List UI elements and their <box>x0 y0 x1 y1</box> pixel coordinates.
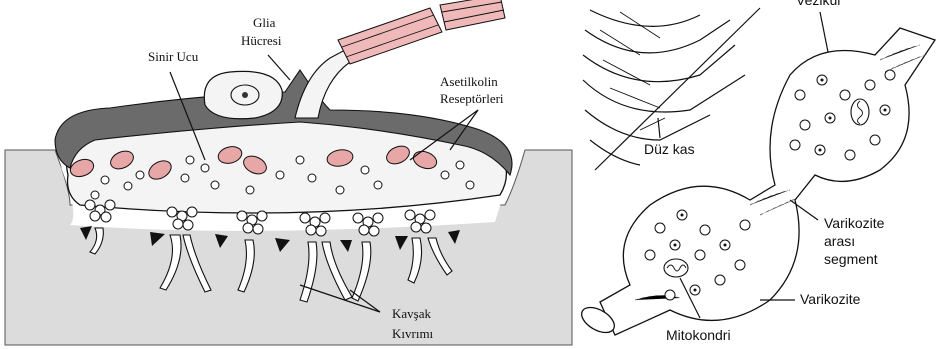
label-mitochondria: Mitokondri <box>666 327 731 343</box>
label-smooth-muscle: Düz kas <box>644 141 695 157</box>
label-vesicle: Vezikül <box>796 0 840 8</box>
varicosity-diagram: Vezikül Düz kas Varikozite arası segment… <box>577 0 935 343</box>
label-fold: Kıvrımı <box>392 326 434 341</box>
label-junction: Kavşak <box>392 306 431 321</box>
label-varicosity: Varikozite <box>800 291 861 307</box>
label-receptors: Reseptörleri <box>440 91 504 106</box>
label-acetylcholine: Asetilkolin <box>440 74 498 89</box>
label-glia-cell: Hücresi <box>241 33 282 48</box>
myelin-sheath <box>338 0 505 64</box>
label-intervaricose: Varikozite <box>824 215 885 231</box>
label-nerve-end: Sinir Ucu <box>148 49 199 64</box>
label-intervaricose-2: arası <box>824 233 855 249</box>
label-glia: Glia <box>253 15 276 30</box>
neuromuscular-junction-diagram: Glia Hücresi Sinir Ucu Asetilkolin Resep… <box>5 0 572 345</box>
label-intervaricose-3: segment <box>824 251 878 267</box>
